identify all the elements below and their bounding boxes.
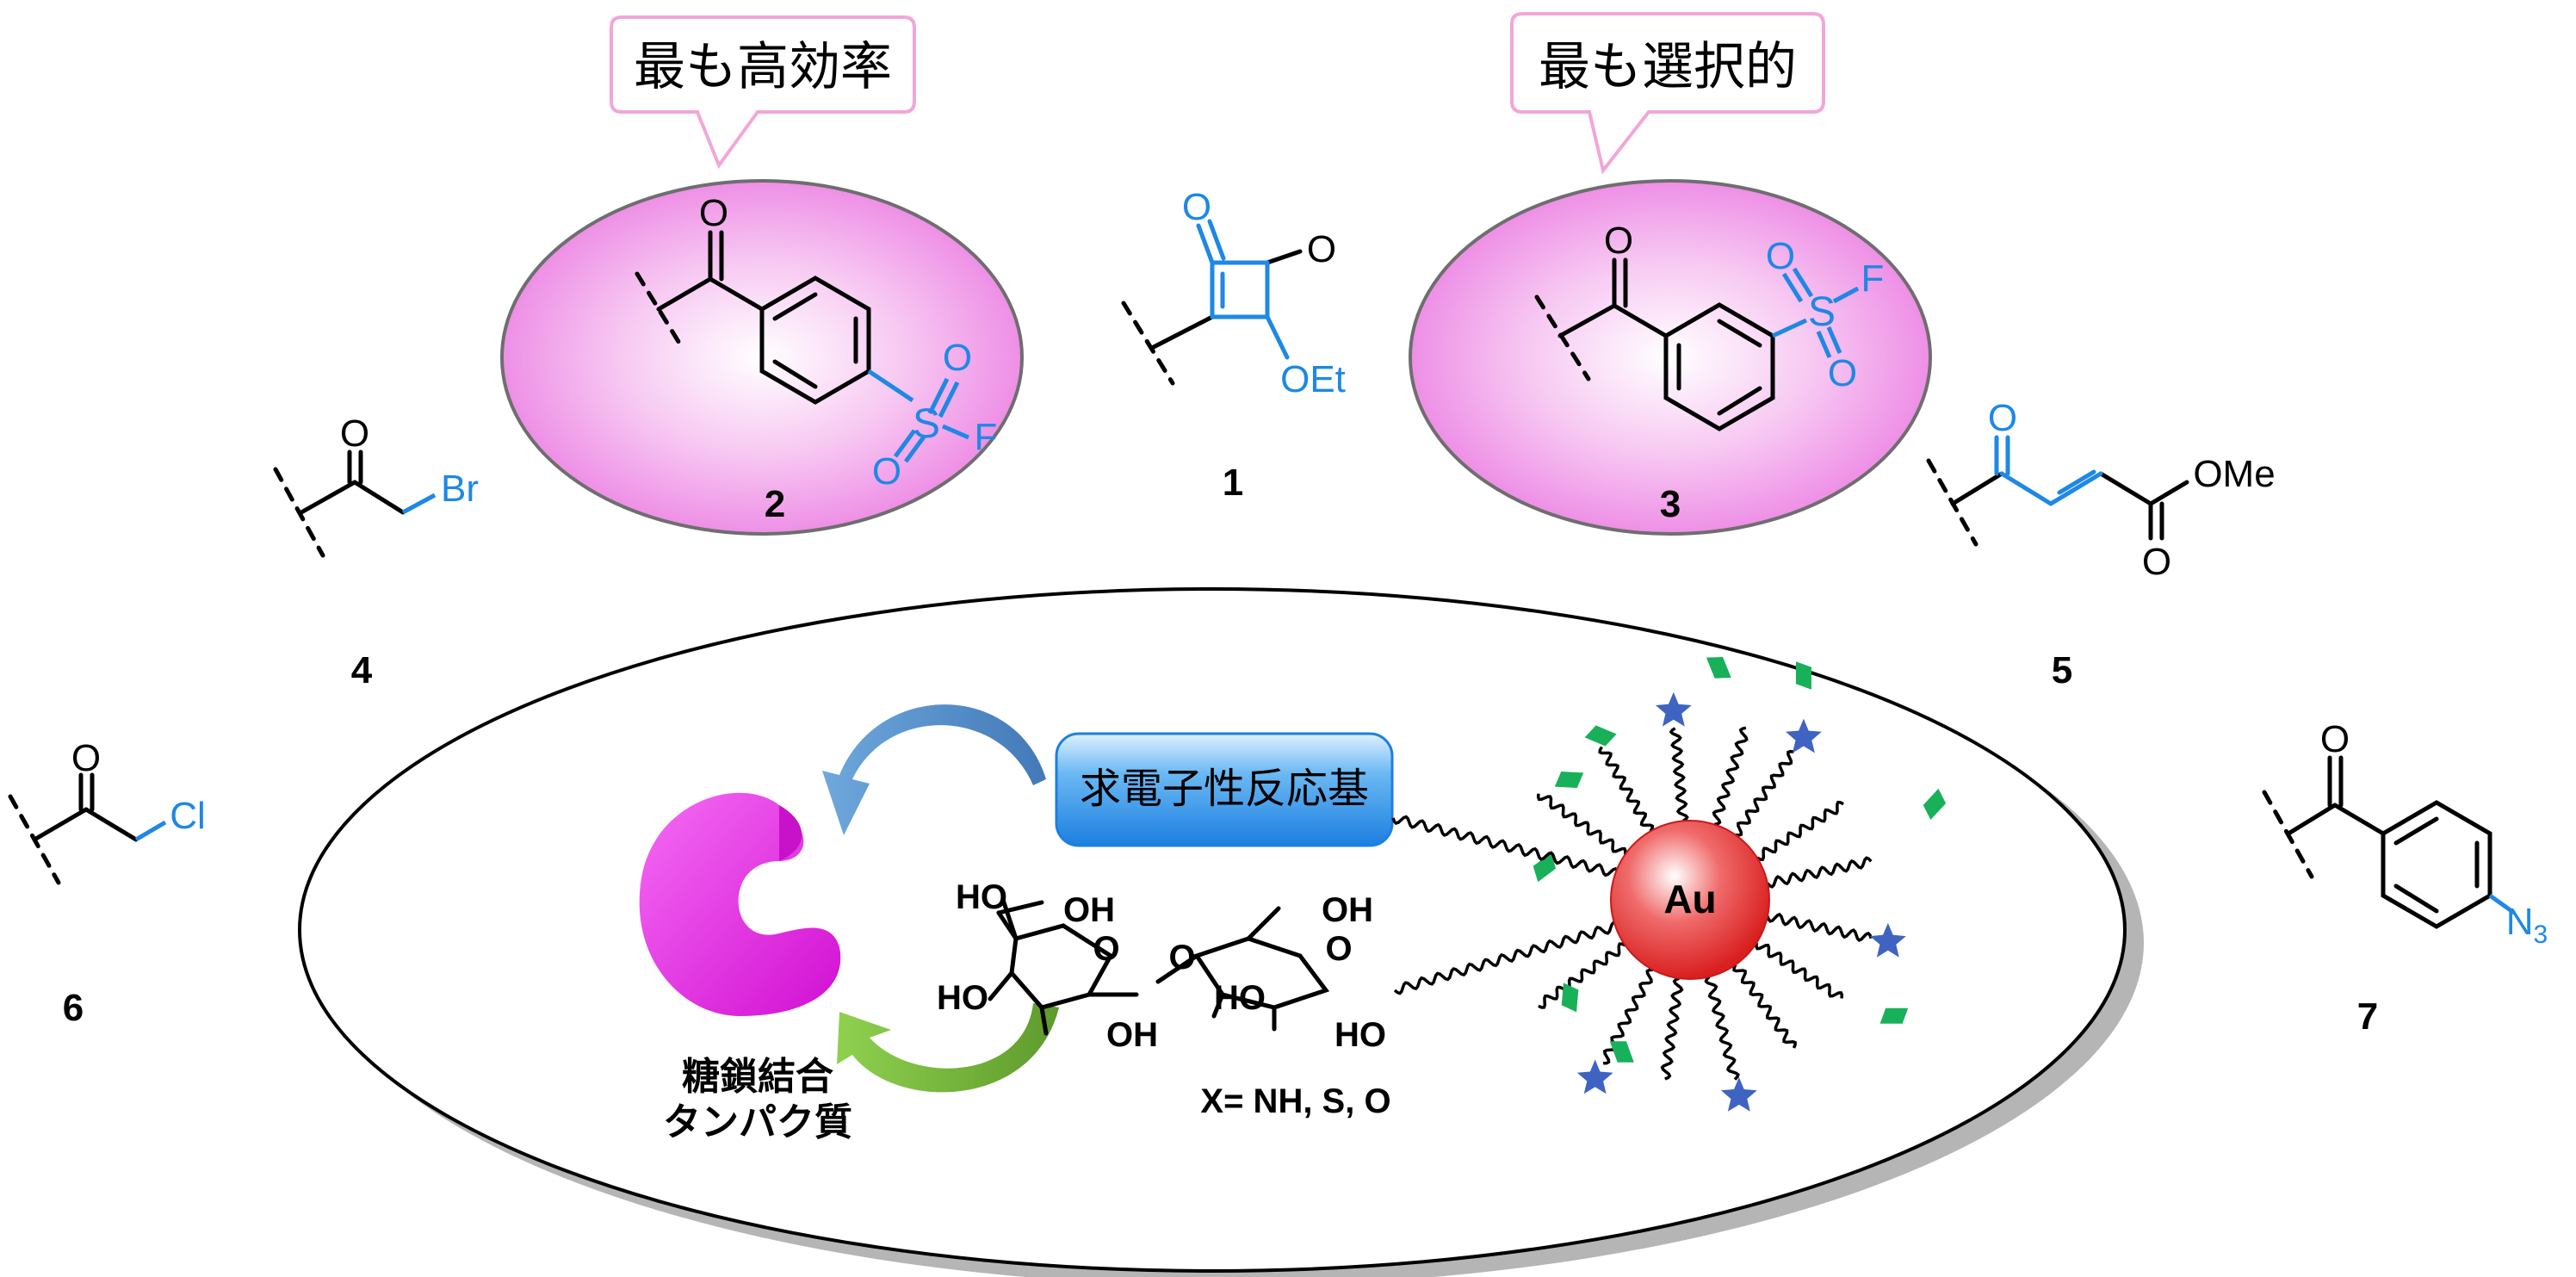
arrow-blue [822,704,1046,835]
atom-o: O [1307,228,1336,270]
atom-o: O [1604,220,1633,262]
ligand-chain [1391,815,1620,877]
atom-o: O [340,412,369,455]
compound-number-7: 7 [2357,995,2378,1038]
atom-o: O [71,737,101,779]
sugar-ho: HO [937,979,988,1017]
callout-right: 最も選択的 [1510,12,1825,175]
callout-left: 最も高効率 [610,15,916,170]
atom-o: O [1766,235,1795,277]
ligand-chain [1732,964,1797,1049]
leaf-ligand-icon [1584,725,1617,747]
star-ligand-icon [1869,922,1906,958]
sugar-oh: OH [1063,891,1115,929]
substituent-oet: OEt [1280,358,1346,400]
atom-s: S [913,401,940,447]
compound-2: O S O O F 2 [500,179,1024,536]
protein-label-line2: タンパク質 [663,1100,852,1144]
sugar-ho: HO [1334,1016,1386,1054]
atom-f: F [975,416,998,458]
leaf-ligand-icon [1533,852,1557,883]
ligand-chain [1538,942,1626,1009]
compound-number-4: 4 [351,649,373,691]
ligand-chain [1704,976,1740,1081]
ligand-chain [1766,912,1873,942]
compound-5: O O OMe 5 [1926,397,2276,691]
star-ligand-icon [1655,691,1692,727]
central-ellipse [298,587,2144,1277]
highlight-ellipse-3 [1409,179,1932,536]
atom-o: O [1325,930,1352,968]
sugar-chain: HO OH O HO OH O OH O HO HO [937,878,1386,1054]
compound-number-6: 6 [63,987,84,1029]
leaf-ligand-icon [1923,788,1947,821]
azide-n: N [2506,901,2534,943]
ligand-chain [1756,800,1844,862]
protein-shape [639,792,841,1016]
ligand-chain [1598,746,1655,833]
atom-o: O [872,450,901,493]
x-definition: X= NH, S, O [1200,1082,1390,1120]
compound-4: O Br 4 [273,412,479,691]
compound-number-2: 2 [765,483,785,525]
arrow-green [837,1003,1059,1093]
leaf-ligand-icon [1795,661,1811,690]
azide-subscript: 3 [2534,921,2548,949]
ligand-chain [1766,856,1873,889]
atom-o: O [1182,186,1211,228]
sugar-ho: HO [1214,979,1266,1017]
compound-3: O S O O F 3 [1409,179,1932,536]
leaf-ligand-icon [1554,772,1584,789]
atom-o: O [699,192,728,234]
gold-nanoparticle: Au [1610,820,1770,980]
atom-o: O [1168,939,1195,976]
atom-o: O [1093,930,1119,968]
ligand-chain [1669,727,1689,822]
atom-o: O [1828,352,1857,394]
leaf-ligand-icon [1879,1007,1909,1024]
halogen-cl: Cl [170,795,206,837]
azide-group: N3 [2506,901,2548,949]
atom-o: O [2142,541,2171,583]
star-ligand-icon [1786,718,1822,753]
ester-ome: OMe [2193,453,2275,495]
atom-o: O [1988,397,2017,439]
ligand-chain [1712,726,1749,827]
leaf-ligand-icon [1561,983,1579,1013]
ligand-chain [1755,943,1844,999]
electrophile-label: 求電子性反応基 [1080,765,1369,813]
compound-6: O Cl 6 [8,737,206,1029]
ligand-chain [1536,793,1627,855]
compound-number-1: 1 [1223,462,1243,504]
atom-s: S [1808,289,1836,335]
ligand-chain [1660,976,1684,1081]
star-ligand-icon [1720,1077,1757,1112]
ligand-chain [1735,749,1794,837]
au-label: Au [1663,877,1716,921]
compound-number-3: 3 [1660,483,1681,525]
compound-number-5: 5 [2052,649,2072,691]
nanoparticle-ligands [1391,656,1947,1112]
callout-left-text: 最も高効率 [634,37,892,97]
callout-right-text: 最も選択的 [1539,37,1797,97]
star-ligand-icon [1576,1059,1613,1094]
compound-1: O O OEt 1 [1121,186,1346,504]
ligand-chain [1393,921,1620,995]
protein-label-line1: 糖鎖結合 [682,1055,833,1099]
electrophile-box: 求電子性反応基 [1055,732,1394,847]
leaf-ligand-icon [1609,1041,1634,1063]
halogen-br: Br [441,468,479,510]
sugar-ho: HO [956,878,1007,916]
compound-7: O N3 7 [2262,718,2548,1038]
atom-o: O [2320,718,2350,760]
leaf-ligand-icon [1706,656,1731,679]
atom-f: F [1861,257,1885,300]
sugar-oh: OH [1106,1016,1158,1054]
sugar-oh: OH [1322,891,1373,929]
atom-o: O [943,337,972,379]
